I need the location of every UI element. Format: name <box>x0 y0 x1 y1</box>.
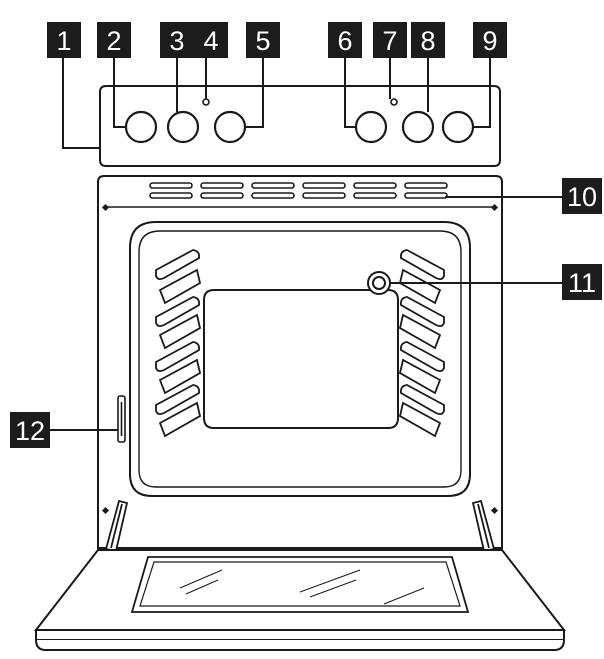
callout-11: 11 <box>562 264 602 300</box>
indicator-light-left <box>202 98 210 106</box>
callout-8: 8 <box>411 22 445 58</box>
svg-text:1: 1 <box>56 26 71 56</box>
control-knob-3 <box>213 110 247 144</box>
svg-text:3: 3 <box>169 26 184 56</box>
callout-2: 2 <box>97 22 131 58</box>
leader-lines <box>50 58 566 431</box>
svg-text:7: 7 <box>382 26 397 56</box>
control-knob-2 <box>166 110 200 144</box>
oven-lamp <box>367 271 391 295</box>
callout-7: 7 <box>373 22 407 58</box>
control-knob-5 <box>401 110 435 144</box>
svg-text:4: 4 <box>203 26 218 56</box>
oven-body <box>97 175 503 549</box>
indicator-light-right <box>390 98 398 106</box>
svg-text:11: 11 <box>568 268 596 298</box>
svg-text:9: 9 <box>482 26 497 56</box>
callout-12: 12 <box>10 412 50 448</box>
door-glass <box>130 556 470 613</box>
shelf-runners-left <box>155 249 202 438</box>
callout-1: 1 <box>47 22 81 58</box>
control-knob-4 <box>354 110 388 144</box>
control-knob-6 <box>441 110 475 144</box>
oven-cavity <box>129 221 471 497</box>
callout-10: 10 <box>562 178 602 214</box>
svg-text:2: 2 <box>106 26 121 56</box>
callout-4: 4 <box>194 22 228 58</box>
svg-text:5: 5 <box>255 26 270 56</box>
oven-door <box>33 549 567 651</box>
svg-text:6: 6 <box>337 26 352 56</box>
top-vents <box>149 182 448 199</box>
control-panel <box>99 85 501 167</box>
svg-text:10: 10 <box>567 182 597 212</box>
shelf-support <box>117 395 126 443</box>
callout-3: 3 <box>160 22 194 58</box>
control-knob-1 <box>124 110 158 144</box>
svg-text:12: 12 <box>15 416 45 446</box>
callout-6: 6 <box>328 22 362 58</box>
callout-9: 9 <box>473 22 507 58</box>
callout-5: 5 <box>246 22 280 58</box>
glass-reflections <box>179 569 425 605</box>
frame-screws <box>101 203 499 515</box>
svg-text:8: 8 <box>420 26 435 56</box>
door-hinges <box>104 499 496 553</box>
shelf-runners-right <box>398 249 445 438</box>
